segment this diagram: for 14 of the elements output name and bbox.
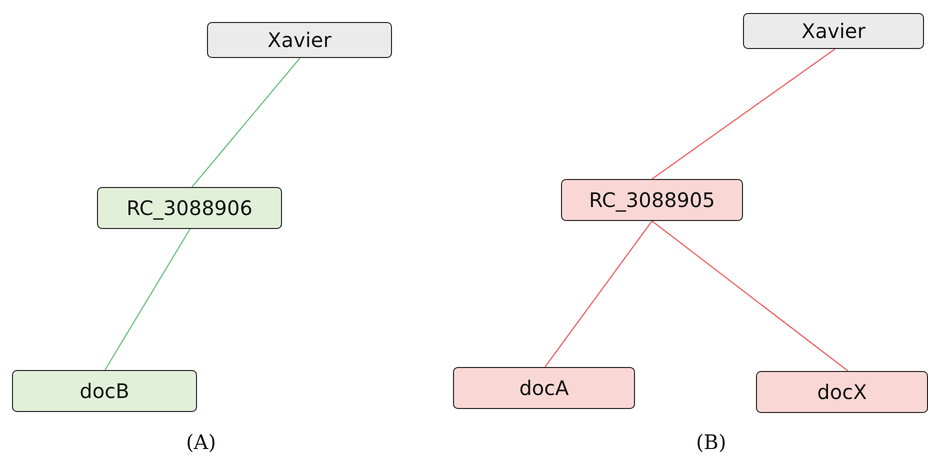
text-box: RC_3088905 — [561, 179, 743, 221]
connector-line — [652, 48, 836, 180]
panel-label: (B) — [696, 430, 726, 454]
connector-line — [104, 228, 191, 370]
panel-label: (A) — [186, 430, 216, 454]
connector-line — [192, 58, 300, 188]
connector-line — [544, 220, 652, 368]
text-box: docB — [12, 370, 197, 412]
connector-line — [652, 220, 848, 372]
text-box: Xavier — [743, 13, 924, 49]
text-box: docA — [453, 367, 635, 409]
text-box: Xavier — [207, 22, 392, 58]
text-box: docX — [756, 371, 928, 413]
text-box: RC_3088906 — [97, 187, 282, 229]
